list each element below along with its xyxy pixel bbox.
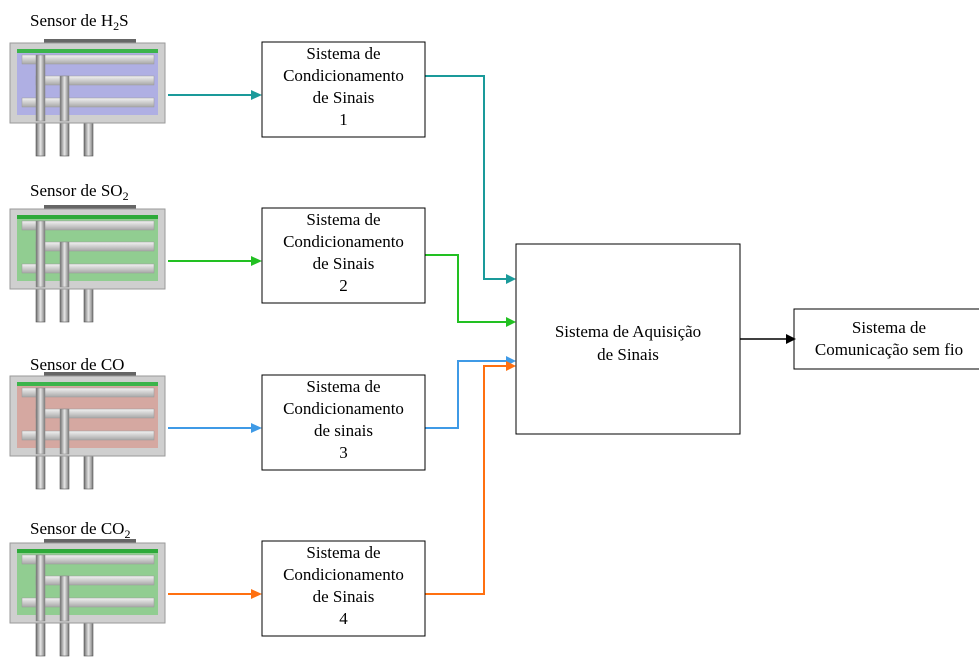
sensor-pin (83, 117, 94, 157)
conditioning-label-line: Condicionamento (283, 565, 404, 584)
arrow-head (506, 317, 516, 327)
sensor-pin (59, 117, 70, 157)
acquisition-block: Sistema de Aquisição de Sinais (515, 243, 741, 435)
sensor-strut (59, 408, 70, 455)
communication-label-line-1: Sistema de (852, 318, 926, 337)
sensor-stripe (17, 49, 158, 53)
sensor-strut (59, 75, 70, 122)
arrow-head (251, 90, 262, 100)
route-line (425, 75, 507, 280)
sensor-strut (35, 554, 46, 622)
conditioning-label-line: 4 (339, 609, 348, 628)
sensor-2: Sensor de SO2 (9, 181, 166, 323)
sensor-pin (35, 117, 46, 157)
sensor-stripe (17, 215, 158, 219)
conditioning-label-line: Sistema de (306, 44, 380, 63)
arrow-head (251, 256, 262, 266)
output-arrow (740, 334, 796, 344)
sensor-label: Sensor de H2S (30, 11, 129, 33)
sensor-stripe (17, 549, 158, 553)
arrow-head (251, 589, 262, 599)
conditioning-label-line: Condicionamento (283, 399, 404, 418)
conditioning-label-line: 2 (339, 276, 348, 295)
conditioning-label-line: de sinais (314, 421, 373, 440)
sensor-4: Sensor de CO2 (9, 519, 166, 657)
sensor-pin (83, 450, 94, 490)
sensor-strut (35, 54, 46, 122)
sensor-strut (35, 220, 46, 288)
connector-2 (168, 254, 516, 327)
arrow-head (506, 361, 516, 371)
sensor-bar (21, 597, 155, 608)
sensor-bar (21, 54, 155, 65)
arrow-head (506, 274, 516, 284)
sensor-bar (21, 263, 155, 274)
sensor-cap (44, 205, 136, 209)
sensor-cap (44, 539, 136, 543)
connector-3 (168, 356, 516, 433)
sensor-pin (83, 617, 94, 657)
route-line (425, 365, 507, 595)
conditioning-label-line: Sistema de (306, 543, 380, 562)
communication-block: Sistema de Comunicação sem fio (793, 308, 979, 370)
conditioning-block-4: Sistema de Condicionamento de Sinais 4 (261, 540, 426, 637)
acquisition-label-line-1: Sistema de Aquisição (555, 322, 701, 341)
conditioning-label-line: Condicionamento (283, 232, 404, 251)
sensor-pin (35, 617, 46, 657)
sensor-3: Sensor de CO (9, 355, 166, 490)
conditioning-label-line: Sistema de (306, 210, 380, 229)
sensor-strut (59, 241, 70, 288)
conditioning-label-line: de Sinais (313, 88, 375, 107)
conditioning-block-1: Sistema de Condicionamento de Sinais 1 (261, 41, 426, 138)
sensor-strut (35, 387, 46, 455)
sensor-pin (59, 450, 70, 490)
sensor-cap (44, 372, 136, 376)
conditioning-label-line: 3 (339, 443, 348, 462)
route-line (425, 360, 507, 429)
sensor-bar (21, 387, 155, 398)
sensor-bar (21, 220, 155, 231)
route-line (425, 254, 507, 323)
sensor-pin (35, 450, 46, 490)
connector-1 (168, 75, 516, 284)
conditioning-label-line: de Sinais (313, 254, 375, 273)
sensor-pin (35, 283, 46, 323)
conditioning-label-line: Sistema de (306, 377, 380, 396)
sensor-label: Sensor de CO (30, 355, 124, 374)
conditioning-label-line: Condicionamento (283, 66, 404, 85)
sensor-bar (21, 97, 155, 108)
acquisition-label-line-2: de Sinais (597, 345, 659, 364)
sensor-pin (83, 283, 94, 323)
sensor-bar (35, 408, 155, 419)
sensor-cap (44, 39, 136, 43)
communication-label-line-2: Comunicação sem fio (815, 340, 963, 359)
sensor-label: Sensor de CO2 (30, 519, 130, 541)
conditioning-block-2: Sistema de Condicionamento de Sinais 2 (261, 207, 426, 304)
sensor-strut (59, 575, 70, 622)
conditioning-block-3: Sistema de Condicionamento de sinais 3 (261, 374, 426, 471)
sensor-pin (59, 617, 70, 657)
sensor-bar (21, 554, 155, 565)
conditioning-label-line: 1 (339, 110, 348, 129)
sensor-bar (35, 75, 155, 86)
conditioning-label-line: de Sinais (313, 587, 375, 606)
sensor-bar (35, 241, 155, 252)
sensor-pin (59, 283, 70, 323)
connector-4 (168, 361, 516, 599)
sensor-1: Sensor de H2S (9, 11, 166, 157)
sensor-bar (21, 430, 155, 441)
sensor-bar (35, 575, 155, 586)
sensor-label: Sensor de SO2 (30, 181, 129, 203)
arrow-head (251, 423, 262, 433)
sensor-stripe (17, 382, 158, 386)
